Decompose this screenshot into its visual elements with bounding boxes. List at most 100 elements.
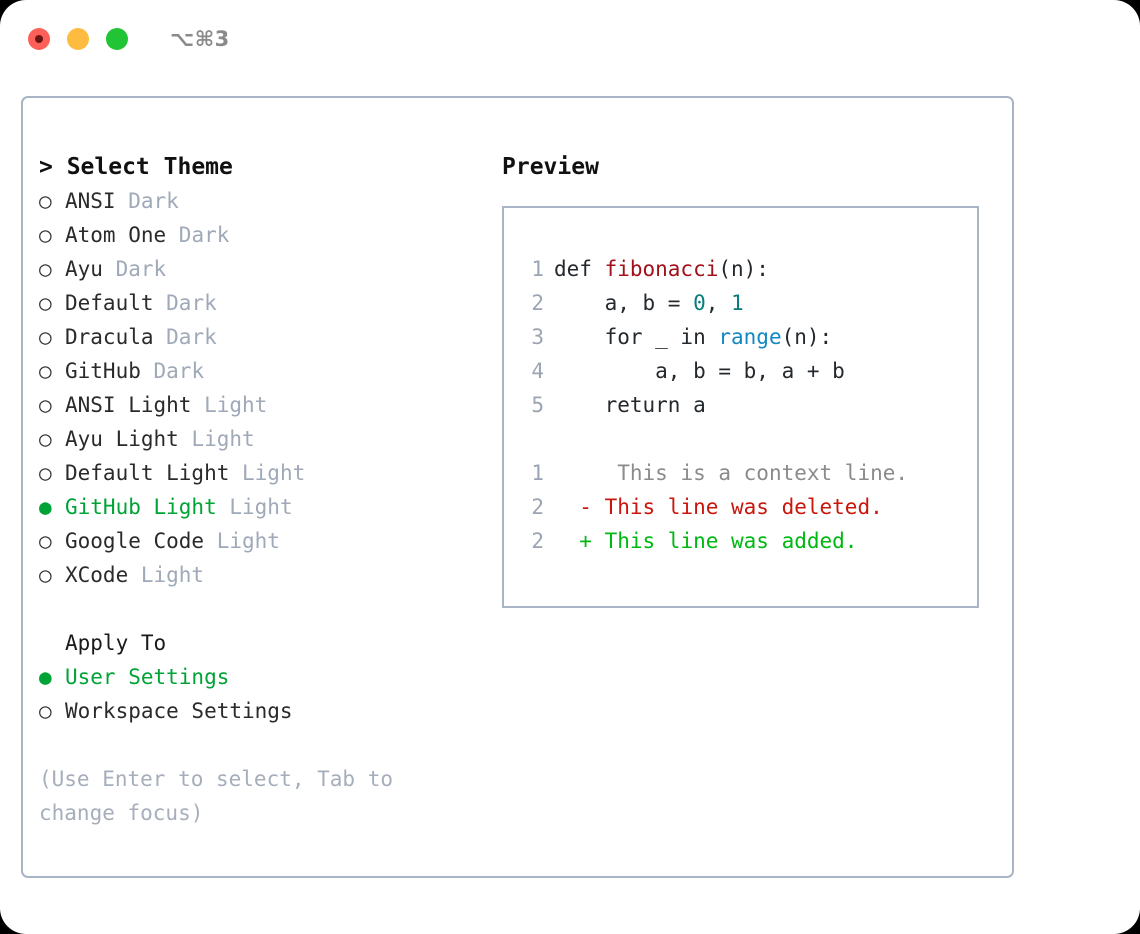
theme-option-google-code[interactable]: ○ Google Code Light	[39, 524, 489, 558]
radio-unselected-icon: ○	[39, 529, 52, 553]
theme-option-ayu-light[interactable]: ○ Ayu Light Light	[39, 422, 489, 456]
line-number: 5	[531, 393, 544, 417]
line-number: 2	[531, 529, 544, 553]
theme-option-github[interactable]: ○ GitHub Dark	[39, 354, 489, 388]
diff-text: This is a context line.	[591, 461, 909, 485]
theme-option-atom-one[interactable]: ○ Atom One Dark	[39, 218, 489, 252]
theme-option-default-light[interactable]: ○Default Light Light	[39, 456, 489, 490]
code-line: 1 def fibonacci(n):	[520, 252, 977, 286]
apply-to-option-workspace-settings[interactable]: ○ Workspace Settings	[39, 694, 489, 728]
line-number: 2	[531, 291, 544, 315]
code-token: (n):	[781, 325, 833, 349]
code-token: def	[554, 257, 605, 281]
theme-option-label: Google Code	[65, 529, 217, 553]
line-number: 3	[531, 325, 544, 349]
theme-option-ansi-light[interactable]: ○ ANSI Light Light	[39, 388, 489, 422]
radio-unselected-icon: ○	[39, 427, 52, 451]
code-token: a, b =	[554, 291, 694, 315]
title-bar: ⌥⌘3	[0, 0, 1140, 78]
theme-option-variant: Light	[216, 529, 280, 553]
preview-title: Preview	[502, 154, 599, 180]
maximize-icon[interactable]	[106, 28, 128, 50]
diff-marker: -	[554, 495, 592, 519]
close-icon[interactable]	[28, 28, 50, 50]
line-number: 2	[531, 495, 544, 519]
code-line: 5 return a	[520, 388, 977, 422]
apply-to-option-user-settings[interactable]: ● User Settings	[39, 660, 489, 694]
theme-option-label: ANSI Light	[65, 393, 205, 417]
radio-unselected-icon: ○	[39, 325, 52, 349]
minimize-icon[interactable]	[67, 28, 89, 50]
radio-selected-icon: ●	[39, 495, 52, 519]
code-token: 1	[731, 291, 744, 315]
apply-to-title: Apply To	[65, 631, 167, 655]
theme-option-variant: Dark	[178, 223, 230, 247]
diff-line-add: 2 + This line was added.	[520, 524, 977, 558]
code-token: 0	[693, 291, 706, 315]
radio-unselected-icon: ○	[39, 563, 52, 587]
theme-option-ayu[interactable]: ○ Ayu Dark	[39, 252, 489, 286]
code-token: ,	[705, 291, 732, 315]
radio-unselected-icon: ○	[39, 189, 52, 213]
theme-option-label: Ayu	[65, 257, 116, 281]
keyboard-shortcut-label: ⌥⌘3	[170, 27, 230, 51]
traffic-lights	[28, 28, 128, 50]
theme-list: ○ANSI Dark○Atom One Dark○Ayu Dark○Defaul…	[39, 184, 489, 592]
main-panel: > Select Theme ○ANSI Dark○Atom One Dark○…	[21, 96, 1014, 878]
code-token: (n):	[718, 257, 769, 281]
diff-marker	[554, 456, 592, 490]
code-token: range	[718, 325, 782, 349]
code-spacer	[520, 422, 977, 456]
radio-unselected-icon: ○	[39, 393, 52, 417]
apply-to-option-label: User Settings	[65, 665, 230, 689]
radio-unselected-icon: ○	[39, 699, 52, 723]
diff-marker: +	[554, 529, 592, 553]
theme-option-variant: Dark	[166, 325, 217, 349]
radio-unselected-icon: ○	[39, 461, 52, 485]
radio-unselected-icon: ○	[39, 291, 52, 315]
theme-option-variant: Light	[204, 393, 268, 417]
theme-option-ansi[interactable]: ○ANSI Dark	[39, 184, 489, 218]
theme-option-label: Dracula	[65, 325, 167, 349]
code-token: for _ in	[554, 325, 719, 349]
code-line: 4 a, b = b, a + b	[520, 354, 977, 388]
code-token: fibonacci	[604, 257, 719, 281]
theme-option-variant: Light	[191, 427, 255, 451]
radio-unselected-icon: ○	[39, 359, 52, 383]
theme-option-dracula[interactable]: ○ Dracula Dark	[39, 320, 489, 354]
code-token: a, b = b, a + b	[554, 359, 845, 383]
code-line: 3 for _ in range(n):	[520, 320, 977, 354]
theme-option-variant: Light	[242, 461, 306, 485]
theme-option-variant: Light	[140, 563, 205, 587]
select-theme-header: > Select Theme	[39, 154, 233, 180]
theme-option-default[interactable]: ○ Default Dark	[39, 286, 489, 320]
theme-option-github-light[interactable]: ●GitHub Light Light	[39, 490, 489, 524]
diff-text: This line was added.	[591, 529, 858, 553]
theme-option-label: Default	[65, 291, 167, 315]
diff-sample: 1 This is a context line. 2 - This line w…	[520, 456, 977, 558]
theme-option-label: Atom One	[65, 223, 179, 247]
apply-to-option-label: Workspace Settings	[65, 699, 293, 723]
theme-option-label: XCode	[65, 563, 141, 587]
theme-option-variant: Dark	[153, 359, 205, 383]
theme-option-variant: Dark	[166, 291, 217, 315]
radio-unselected-icon: ○	[39, 257, 52, 281]
theme-option-label: Ayu Light	[65, 427, 192, 451]
line-number: 1	[531, 461, 544, 485]
theme-option-variant: Dark	[128, 189, 179, 213]
line-number: 4	[531, 359, 544, 383]
theme-option-label: GitHub	[65, 359, 154, 383]
diff-text: This line was deleted.	[591, 495, 883, 519]
radio-selected-icon: ●	[39, 665, 52, 689]
radio-unselected-icon: ○	[39, 223, 52, 247]
line-number: 1	[531, 257, 544, 281]
theme-option-variant: Dark	[115, 257, 167, 281]
theme-option-xcode[interactable]: ○ XCode Light	[39, 558, 489, 592]
apply-to-list: ● User Settings ○ Workspace Settings	[39, 660, 489, 728]
theme-option-variant: Light	[229, 495, 293, 519]
code-token: return a	[554, 393, 706, 417]
